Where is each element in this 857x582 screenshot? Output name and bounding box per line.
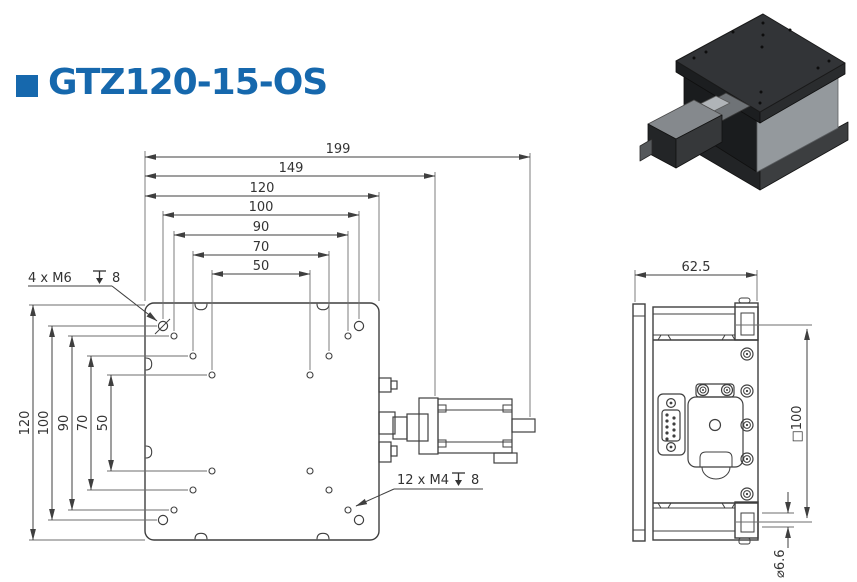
horizontal-dimension-labels: 199 149 120 100 90 70 50 — [249, 142, 351, 274]
dim-label-square: □100 — [790, 405, 805, 442]
vertical-dimension-lines — [30, 304, 114, 541]
side-view — [632, 297, 759, 545]
top-clamp — [734, 302, 759, 341]
vertical-dimension-labels: 120 100 90 70 50 — [18, 411, 111, 436]
motor-shaft — [511, 418, 536, 433]
callout-m6: 4 x M6 8 — [28, 270, 171, 335]
bottom-clamp — [734, 501, 759, 539]
title-bullet-square — [16, 74, 38, 97]
dim-label: 100 — [37, 411, 52, 436]
product-photo — [639, 13, 849, 191]
db9-connector — [657, 393, 686, 456]
callout-m6-text: 4 x M6 — [28, 271, 72, 286]
dim-label: 120 — [250, 181, 275, 196]
table-edge — [632, 303, 646, 542]
plate-holes — [692, 21, 831, 105]
edge-notch — [316, 532, 330, 540]
stage-body — [652, 306, 759, 541]
dim-label: 50 — [96, 415, 111, 432]
dim-label: 100 — [249, 200, 274, 215]
depth-symbol-icon — [93, 270, 106, 284]
coupling-housing — [406, 413, 429, 442]
page-title: GTZ120-15-OS — [48, 62, 328, 103]
depth-symbol-icon — [452, 472, 465, 486]
motor-mount-plate — [687, 383, 744, 480]
screw-heads — [696, 347, 754, 501]
side-view-dimensions: 62.5 □100 ⌀6.6 — [634, 260, 810, 578]
motor-foot — [493, 452, 518, 464]
edge-notch — [194, 532, 208, 540]
motor-body — [437, 398, 513, 454]
leader-line — [355, 488, 395, 507]
motor-assembly — [378, 377, 536, 464]
db9-pins — [665, 413, 676, 441]
dim-label-diameter: ⌀6.6 — [773, 549, 788, 578]
horizontal-dimension-lines — [144, 154, 531, 277]
edge-notch — [316, 303, 330, 311]
dim-label-width: 62.5 — [682, 260, 711, 275]
dim-label: 90 — [57, 415, 72, 432]
dim-label: 70 — [253, 240, 270, 255]
dim-label: 50 — [253, 259, 270, 274]
m4-holes — [170, 332, 352, 514]
callout-m4: 12 x M4 8 — [355, 472, 483, 507]
callout-m6-depth: 8 — [112, 271, 120, 286]
edge-notch — [145, 445, 153, 459]
stage-plate-outline — [144, 302, 380, 541]
center-hole — [708, 418, 722, 432]
extension-lines-top-view — [29, 151, 531, 541]
top-view — [144, 302, 536, 541]
extension-lines-side-view — [634, 270, 812, 528]
edge-notch — [194, 303, 208, 311]
dim-label: 70 — [76, 415, 91, 432]
title-block: GTZ120-15-OS — [16, 62, 328, 103]
dim-label: 199 — [326, 142, 351, 157]
callout-m4-depth: 8 — [471, 473, 479, 488]
callout-m4-text: 12 x M4 — [397, 473, 449, 488]
dim-label: 120 — [18, 411, 33, 436]
edge-notch — [145, 357, 153, 371]
m6-holes — [157, 320, 365, 526]
dim-label: 149 — [279, 161, 304, 176]
leader-line — [111, 285, 158, 322]
dim-label: 90 — [253, 220, 270, 235]
